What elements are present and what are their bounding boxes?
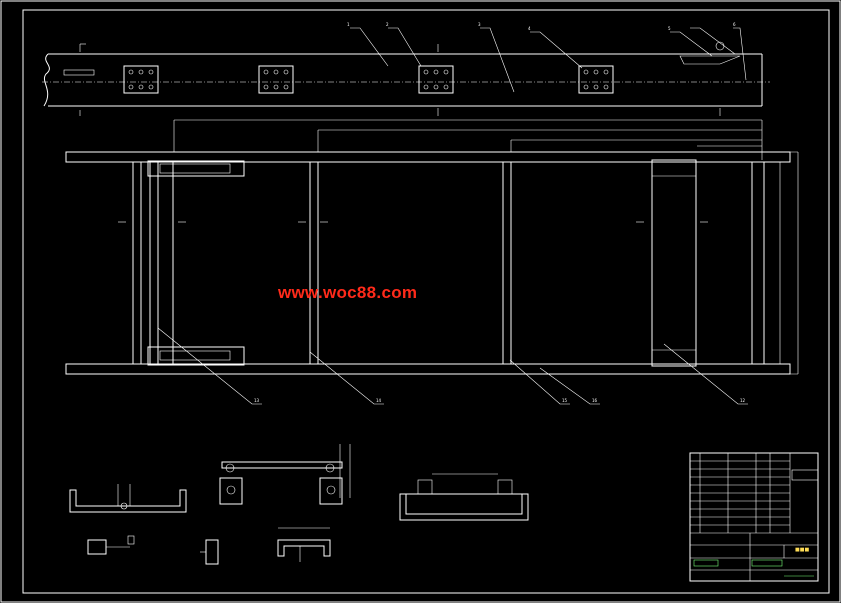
clamp-plate [418,65,454,94]
section-detail-a [69,484,187,513]
balloon-2: 2 [386,22,389,27]
balloon-13: 13 [254,398,260,403]
clamp-plate [578,65,614,94]
balloon-6: 6 [733,22,736,27]
watermark-text: www.woc88.com [278,283,418,302]
balloon-4: 4 [528,26,531,31]
inner-frame [22,9,830,594]
section-detail-small-2 [200,539,219,565]
section-detail-small-1 [87,535,135,555]
balloon-15: 15 [562,398,568,403]
balloon-16: 16 [592,398,598,403]
balloon-1: 1 [347,22,350,27]
plan-view-frame: 13 14 15 16 12 [65,119,799,405]
balloon-12: 12 [740,398,746,403]
balloon-3: 3 [478,22,481,27]
clamp-plate [258,65,294,94]
title-block: ■■■ [689,452,819,582]
section-detail-small-3 [277,527,331,562]
title-block-label-title: ■■■ [795,547,809,553]
balloon-5: 5 [668,26,671,31]
section-detail-b [219,444,351,505]
section-detail-c [399,473,529,521]
top-elevation-view: 1 2 3 4 5 6 [42,22,770,116]
balloon-14: 14 [376,398,382,403]
clamp-plate [123,65,159,94]
